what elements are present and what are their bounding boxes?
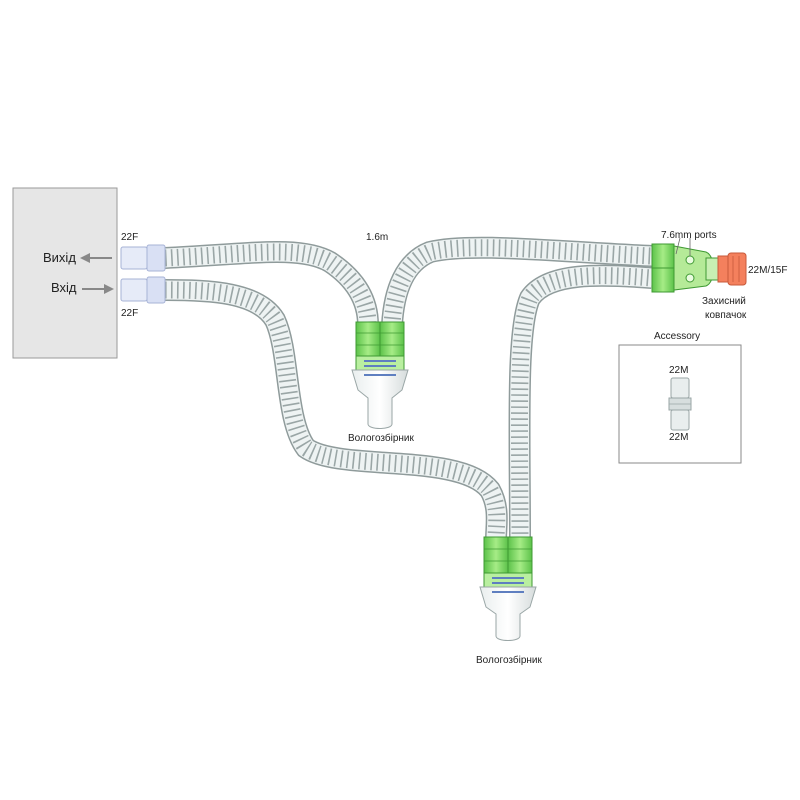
accessory-bottom-label: 22M (669, 432, 688, 443)
expiratory-tube-segment-1 (164, 279, 508, 541)
inlet-arrow-icon (82, 284, 114, 294)
outlet-connector (120, 244, 166, 272)
ports-pointer (675, 237, 691, 256)
tube-length-label: 1.6m (366, 232, 388, 243)
protective-cap (717, 252, 747, 286)
cap-label-line1: Захисний (702, 296, 746, 307)
inlet-connector-size: 22F (121, 308, 138, 319)
water-trap-2 (479, 536, 537, 641)
cap-label-line2: ковпачок (705, 310, 747, 321)
inspiratory-tube-segment-1 (164, 241, 379, 326)
ventilator-box (12, 187, 118, 359)
y-piece (651, 243, 719, 293)
water-trap-2-label: Вологозбірник (476, 654, 542, 666)
patient-end-size: 22M/15F (748, 265, 787, 276)
ports-label: 7.6mm ports (661, 230, 717, 241)
expiratory-tube-segment-2 (508, 264, 653, 541)
outlet-connector-size: 22F (121, 232, 138, 243)
accessory-top-label: 22M (669, 365, 688, 376)
outlet-arrow-icon (80, 253, 112, 263)
accessory-title: Accessory (654, 331, 700, 342)
inlet-connector (120, 276, 166, 304)
inlet-label: Вхід (51, 280, 77, 295)
water-trap-1 (351, 321, 409, 429)
water-trap-1-label: Вологозбірник (348, 432, 414, 444)
outlet-label: Вихід (43, 250, 76, 265)
adapter-22m-22m (668, 377, 692, 431)
inspiratory-tube-segment-2 (381, 236, 653, 326)
